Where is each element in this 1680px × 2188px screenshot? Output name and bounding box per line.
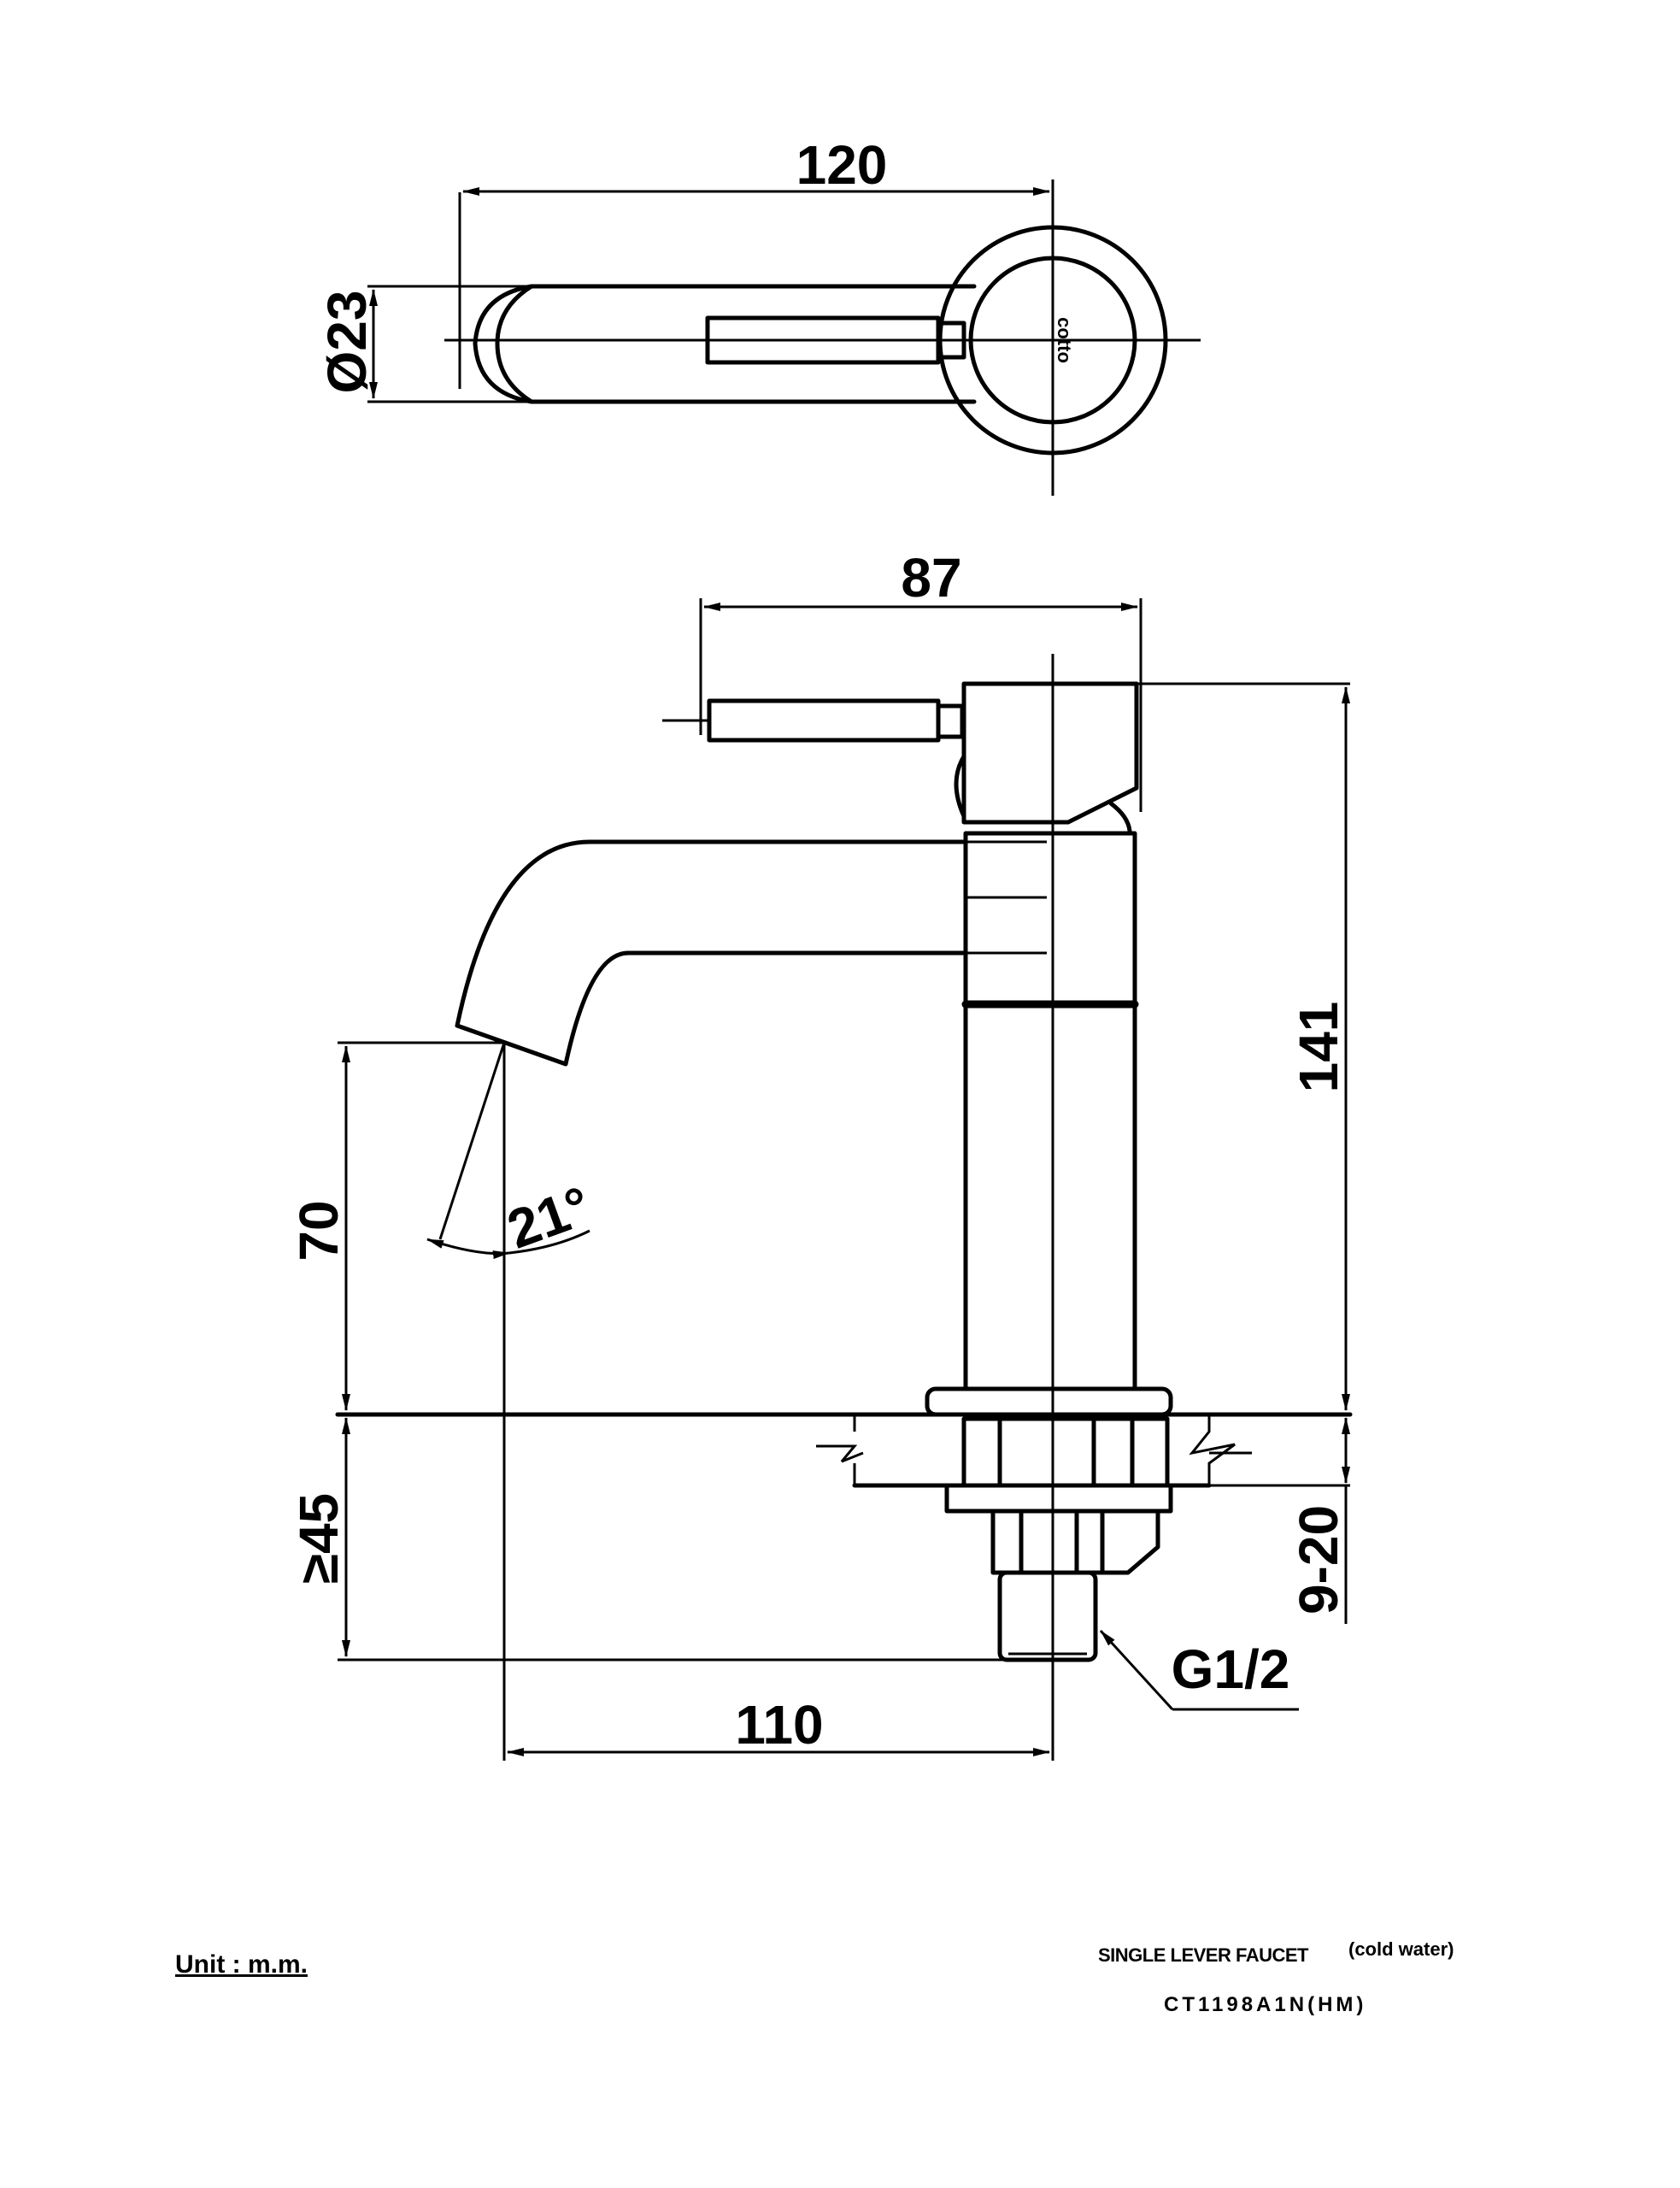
dim-141: 141 — [1288, 1002, 1349, 1093]
dim-120: 120 — [796, 134, 888, 196]
dim-70: 70 — [288, 1200, 350, 1261]
product-note: (cold water) — [1348, 1938, 1454, 1960]
unit-label: Unit : m.m. — [175, 1950, 308, 1979]
dim-min-45: ≥45 — [288, 1493, 350, 1584]
dim-87: 87 — [901, 547, 961, 609]
brand-logo: cotto — [1054, 317, 1075, 363]
dim-deck-9-20: 9-20 — [1288, 1505, 1349, 1615]
thread-callout: G1/2 — [1172, 1638, 1290, 1700]
dim-angle-21: 21° — [500, 1174, 599, 1261]
dim-110: 110 — [735, 1694, 823, 1756]
model-number: CT1198A1N(HM) — [1164, 1993, 1367, 2016]
product-name: SINGLE LEVER FAUCET — [1098, 1944, 1308, 1966]
top-view: 120 Ø23 cotto — [316, 134, 1201, 496]
dim-diameter-23: Ø23 — [316, 291, 378, 394]
side-view: 87 21° 70 141 — [288, 547, 1353, 1761]
